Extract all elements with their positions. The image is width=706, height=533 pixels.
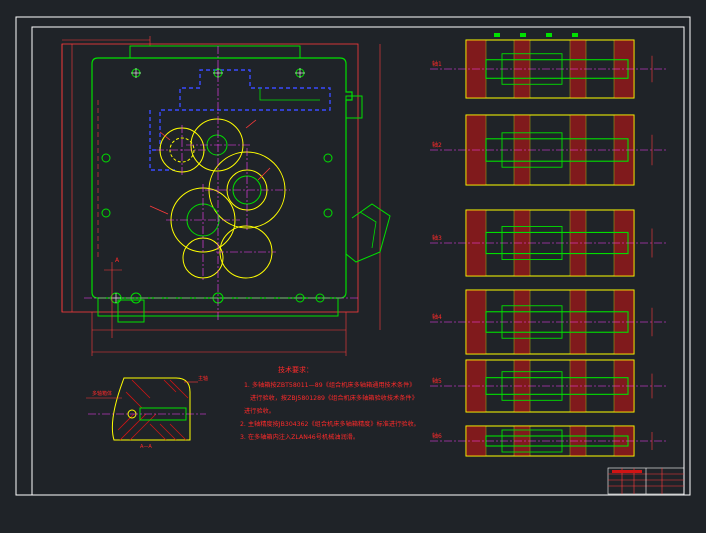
view-label-a: A [115,257,120,264]
shaft-2-label: 轴2 [432,141,442,149]
inner-frame [31,26,685,496]
section-label-left: 多轴箱体 [92,390,112,397]
gear-train [159,118,286,279]
main-front-view [61,36,391,356]
title-block [607,467,685,495]
top-marker-3 [546,33,552,37]
shaft-1-label: 轴1 [432,60,442,68]
notes-line-2: 进行验收，按ZBJ5801289《组合机床多轴箱验收技术条件》 [250,394,418,402]
housing-top-flange [129,45,301,59]
oil-filler [345,203,391,263]
bolt-holes [101,68,333,304]
shaft-5-label: 轴5 [432,377,442,385]
notes-line-3: 进行验收。 [244,407,275,415]
shaft-detail-views: 轴1 轴2 轴3 轴4 轴5 轴6 [430,33,668,457]
technical-notes: 技术要求： 1. 多轴箱按ZBT58011—89《组合机床多轴箱通用技术条件》 … [240,365,420,441]
notes-line-1: 1. 多轴箱按ZBT58011—89《组合机床多轴箱通用技术条件》 [244,381,415,389]
notes-title: 技术要求： [278,365,313,374]
section-cut-label: A—A [140,444,152,450]
top-marker-1 [494,33,500,37]
right-boss [345,95,363,119]
section-label-right: 主轴 [198,375,208,382]
section-view-a-a: 多轴箱体 主轴 A—A A [86,257,208,450]
housing-outline [91,57,353,299]
bottom-port [117,299,145,323]
shaft-3-label: 轴3 [432,234,442,242]
top-marker-2 [520,33,526,37]
notes-line-4: 2. 主轴精度按JB304362《组合机床多轴箱精度》标准进行验收。 [240,420,420,428]
dim-outline-red [61,43,359,313]
notes-line-5: 3. 在多轴箱内注入ZLAN46号机械油润滑。 [240,433,359,441]
shaft-6-label: 轴6 [432,432,442,440]
top-marker-4 [572,33,578,37]
oil-channel [149,69,331,151]
section-hatch [117,379,189,441]
shaft-4-label: 轴4 [432,313,442,321]
